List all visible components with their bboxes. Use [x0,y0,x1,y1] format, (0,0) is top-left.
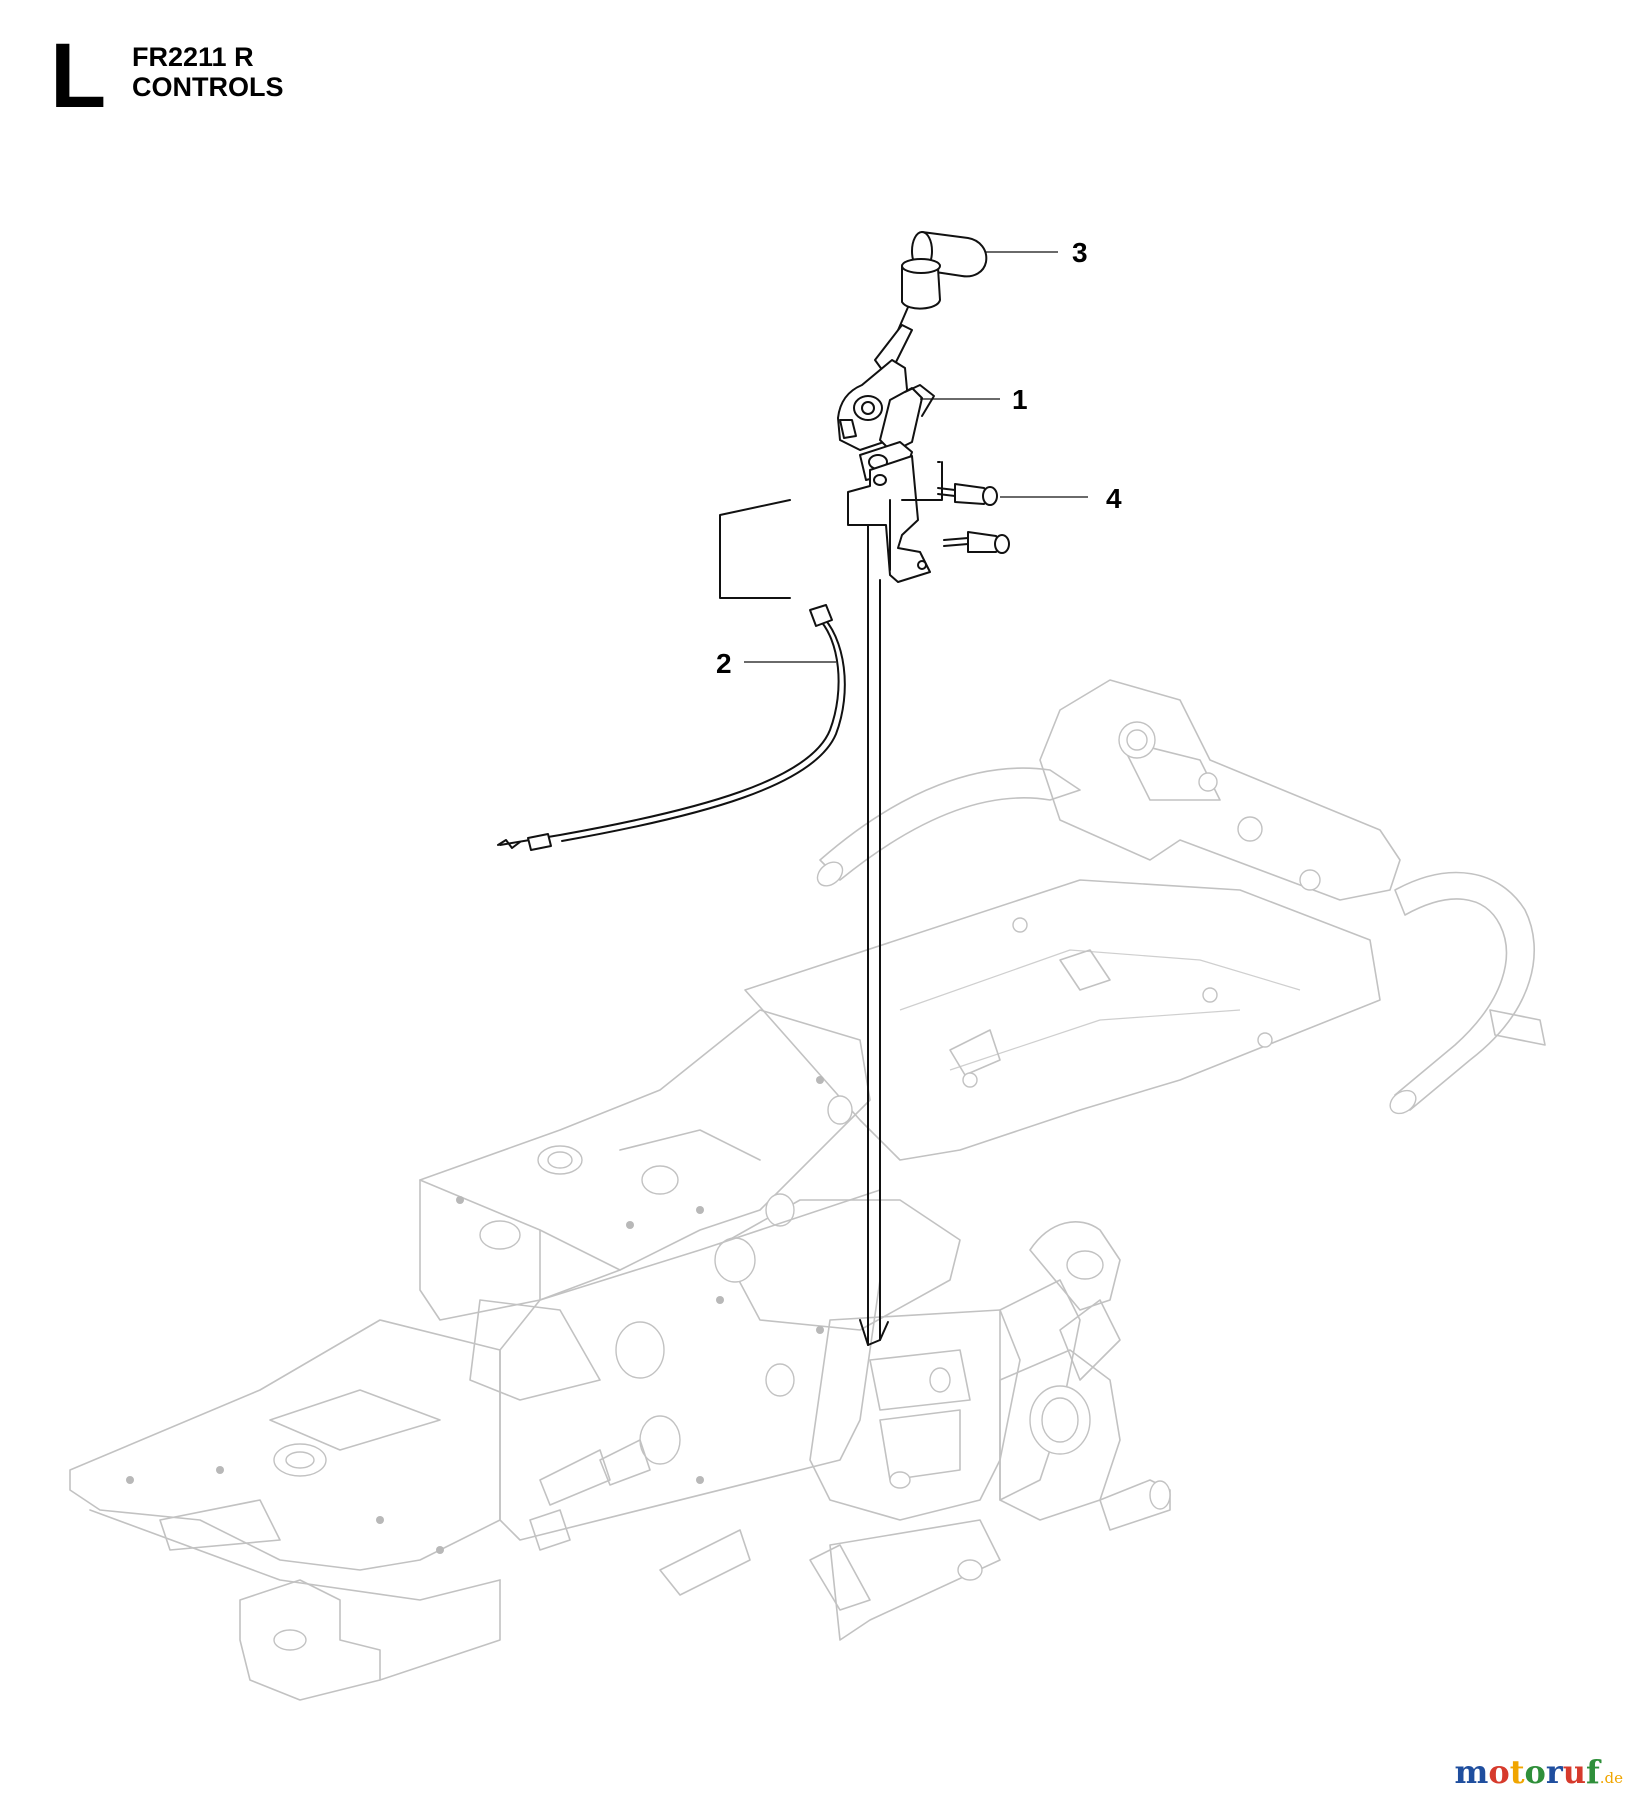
cable-routing-guide [719,499,791,599]
cable-end-lower [527,833,552,851]
mounting-bolts [901,461,1010,554]
callout-leaders [744,251,1088,663]
throttle-cable [499,617,840,846]
watermark-letter: o [1524,1753,1546,1791]
cable-end-upper [809,604,833,627]
watermark-letter: r [1545,1753,1563,1791]
throttle-lever [837,283,935,481]
watermark-letter: u [1562,1753,1586,1791]
callout-3: 3 [1072,237,1088,268]
watermark-letter: f [1585,1753,1600,1791]
watermark-letters: motoruf [1455,1753,1600,1791]
section-letter: L [50,25,107,127]
lever-bracket [847,455,931,583]
callout-1: 1 [1012,384,1028,415]
cable-end-hook [497,839,521,849]
diagram-header: FR2211 R CONTROLS [132,42,284,102]
callout-4: 4 [1106,483,1122,514]
watermark-letter: t [1509,1753,1525,1791]
watermark-suffix: .de [1599,1769,1623,1787]
throttle-cable-outer [561,613,846,842]
lever-knob [901,231,988,310]
watermark-letter: m [1454,1753,1489,1791]
control-assembly [497,231,1010,1346]
section-title: CONTROLS [132,72,284,102]
model-number: FR2211 R [132,42,254,72]
watermark-logo: motoruf.de [1455,1756,1623,1788]
tractor-frame [69,679,1546,1701]
rod-lower-bend [859,1319,889,1346]
callout-2: 2 [716,648,732,679]
watermark-letter: o [1488,1753,1510,1791]
